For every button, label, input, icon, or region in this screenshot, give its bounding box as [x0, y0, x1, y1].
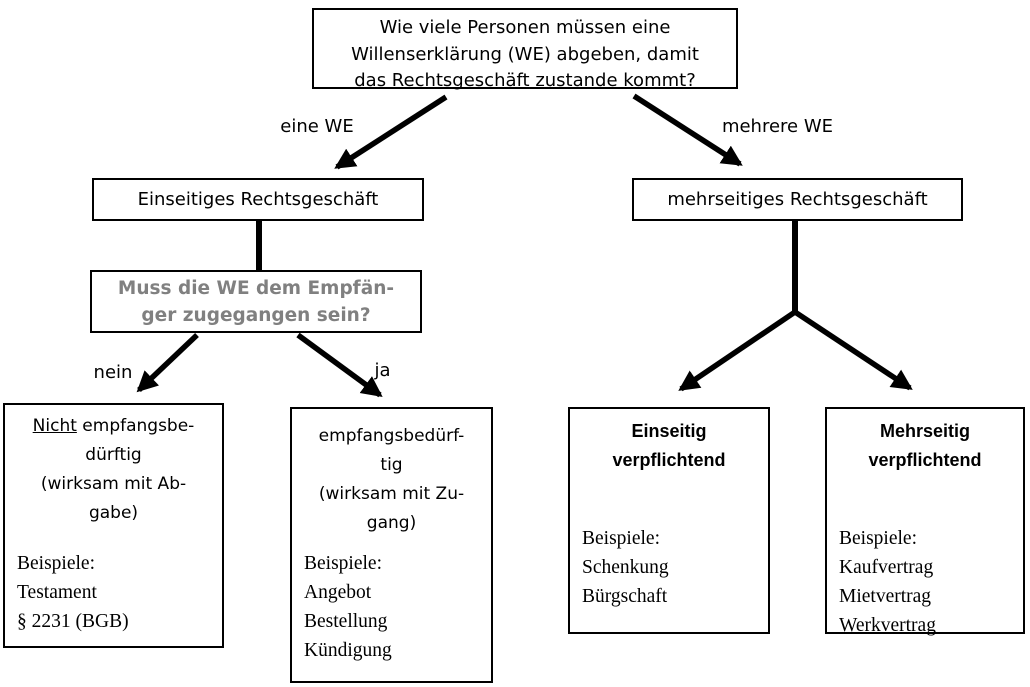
node-mehrseitiges-rechtsgeschaeft: mehrseitiges Rechtsgeschäft [632, 178, 963, 221]
answer-label-ja: ja [374, 360, 391, 381]
branch-label-mehrere-we: mehrere WE [721, 116, 834, 137]
leaf-examples: Beispiele:Testament§ 2231 (BGB) [17, 553, 129, 632]
leaf-title: empfangsbedürf-tig(wirksam mit Zu-gang) [318, 426, 465, 533]
arrow-mehrseitig-verpflichtend [793, 309, 913, 391]
answer-label-nein: nein [93, 362, 133, 383]
arrow-einseitig-verpflichtend [678, 309, 797, 392]
underlined-word: Nicht [32, 416, 77, 436]
leaf-empfangsbeduerftig: empfangsbedürf-tig(wirksam mit Zu-gang) … [290, 407, 493, 683]
question-empfaenger-box: Muss die WE dem Empfän-ger zugegangen se… [90, 270, 422, 333]
spacer [570, 475, 768, 524]
spacer [827, 475, 1023, 524]
spacer [5, 528, 222, 549]
node-einseitiges-rechtsgeschaeft: Einseitiges Rechtsgeschäft [92, 178, 424, 221]
leaf-title-line: Nicht empfangsbe- [32, 416, 195, 436]
spacer [292, 538, 491, 549]
leaf-title: Nicht empfangsbe- dürftig(wirksam mit Ab… [5, 405, 222, 528]
branch-label-eine-we: eine WE [280, 116, 354, 137]
leaf-nicht-empfangsbeduerftig: Nicht empfangsbe- dürftig(wirksam mit Ab… [3, 403, 224, 648]
